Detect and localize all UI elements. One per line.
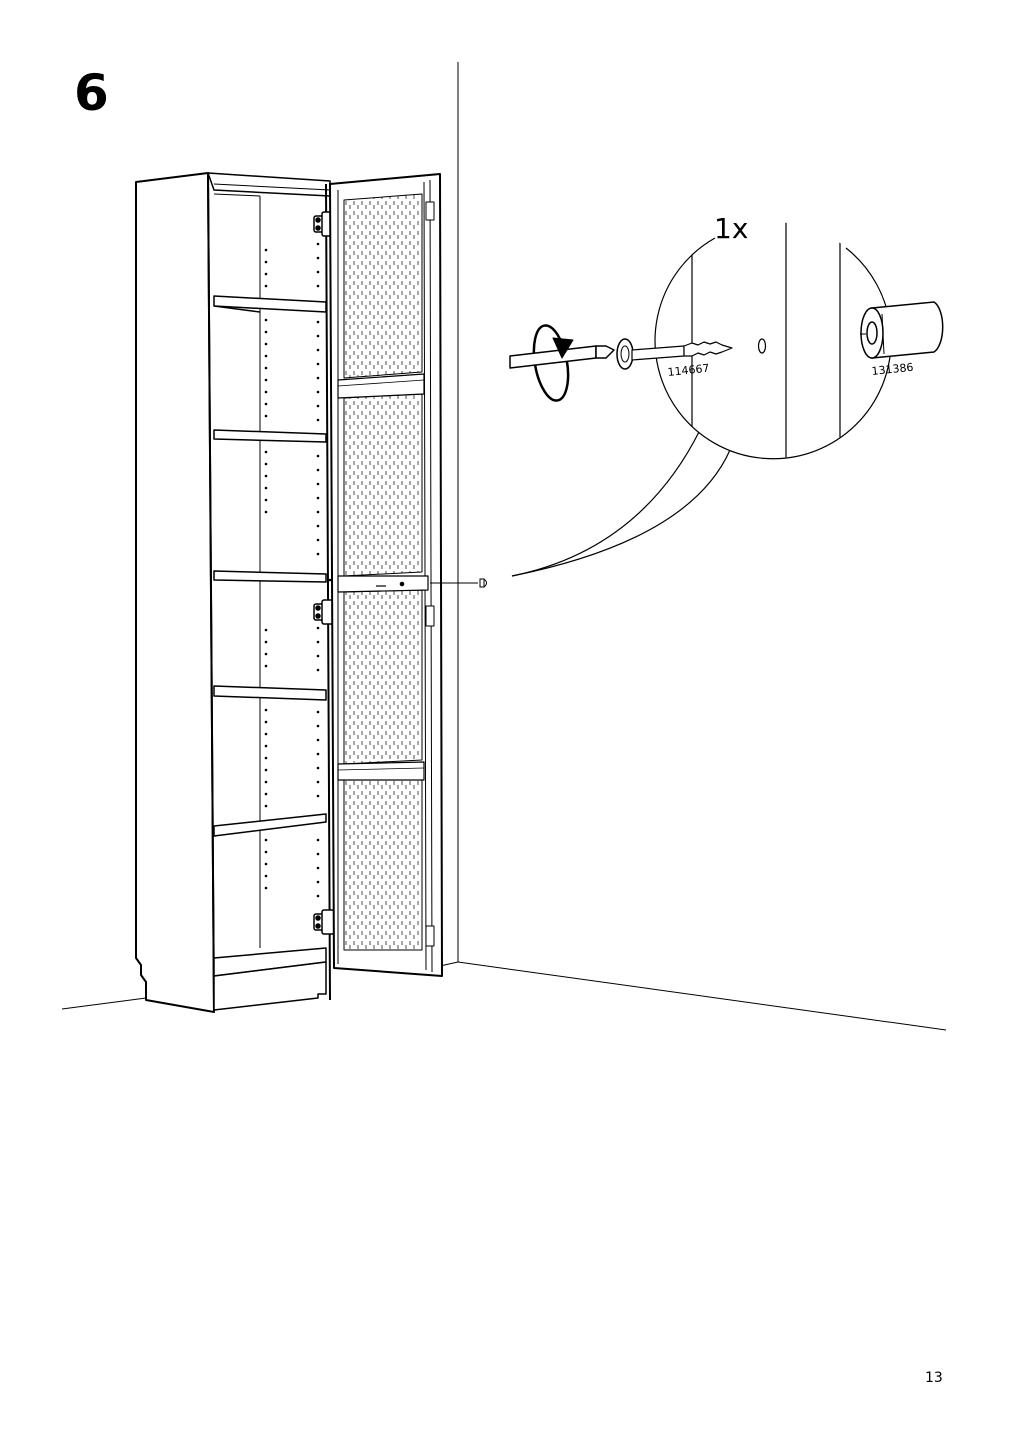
hinges — [313, 211, 335, 935]
room-outline — [61, 62, 947, 1031]
shelf-pin-holes — [264, 228, 332, 898]
wall-plug-icon — [860, 301, 944, 359]
page-number: 13 — [925, 1370, 943, 1386]
bookcase — [135, 172, 331, 1013]
step-number: 6 — [74, 64, 109, 122]
hinge-bottom — [313, 909, 335, 935]
glass-door — [329, 173, 443, 977]
wall-hole — [757, 338, 767, 354]
screwdriver-icon — [509, 324, 615, 402]
screw-insertion-point — [430, 429, 731, 588]
quantity-label: 1x — [714, 212, 748, 245]
screw-icon — [616, 338, 733, 370]
detail-bubble — [654, 222, 892, 460]
shelves — [213, 295, 327, 977]
hinge-middle — [313, 599, 335, 625]
screw-part-number: 114667 — [667, 362, 710, 379]
hinge-top — [313, 211, 335, 237]
plug-part-number: 131386 — [871, 361, 914, 378]
